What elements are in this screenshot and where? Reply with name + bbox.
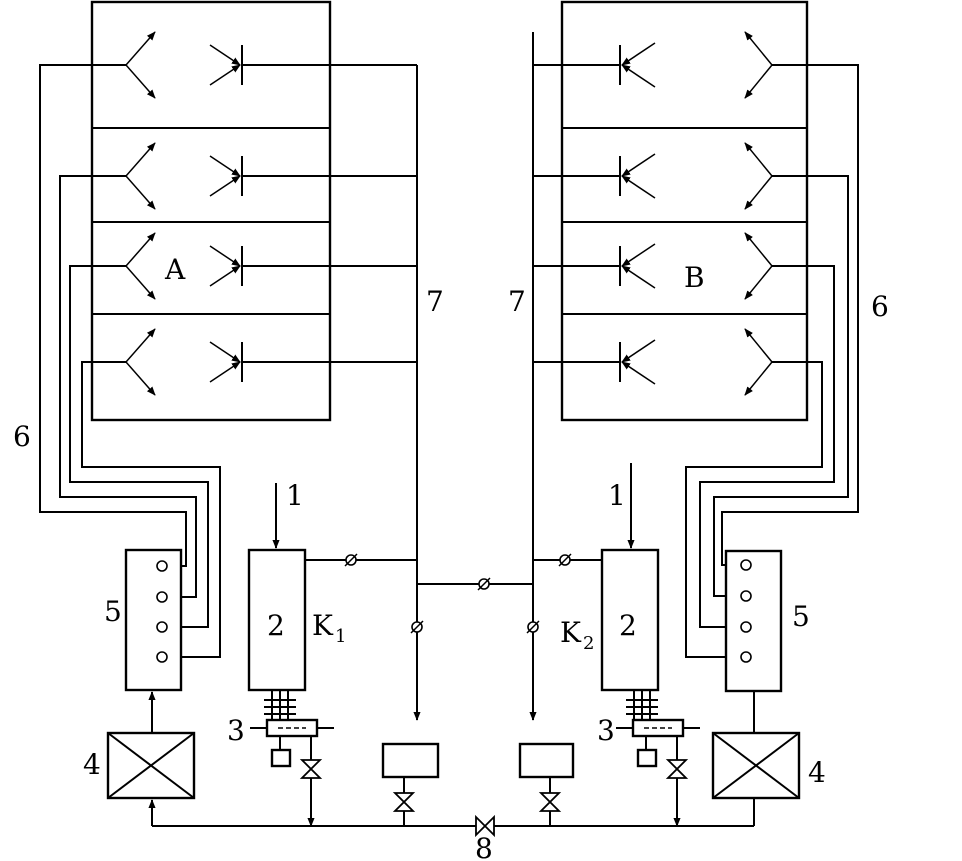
feed-right-label: 1: [608, 479, 626, 512]
line-6-left-label: 6: [13, 420, 31, 453]
unit-4-right-label: 4: [808, 756, 826, 789]
k1-letter: K: [312, 609, 334, 642]
column-left-label: 2: [267, 609, 285, 642]
k1-label: K 1: [312, 609, 346, 647]
unit-3-right-label: 3: [597, 714, 615, 747]
unit-5-left: [124, 548, 183, 692]
unit-5-left-label: 5: [104, 595, 122, 628]
tank-right: [518, 742, 575, 826]
cross-connection-valve-symbol: [477, 577, 491, 591]
line-7-valves: [410, 620, 540, 634]
column-k1: [247, 483, 417, 692]
unit-5-right-label: 5: [792, 600, 810, 633]
unit-3-left: [250, 690, 334, 827]
k1-subscript: 1: [335, 626, 346, 647]
bank-b-flow-symbols: [619, 31, 773, 396]
bank-b-label: B: [684, 261, 705, 294]
bank-a-label: A: [164, 253, 186, 286]
line-7-right-label: 7: [508, 285, 526, 318]
line-7-left-label: 7: [426, 285, 444, 318]
column-right-label: 2: [619, 609, 637, 642]
bottom-header: [148, 798, 755, 827]
column-k2: [533, 463, 660, 692]
bank-a-flow-symbols: [125, 31, 243, 396]
unit-3-right: [616, 690, 700, 827]
unit-5-right: [724, 549, 783, 693]
valve-8-label: 8: [475, 832, 493, 861]
unit-4-right: [711, 691, 801, 800]
line-6-left: [39, 64, 221, 658]
unit-3-left-label: 3: [227, 714, 245, 747]
tank-left: [381, 742, 440, 826]
line-6-right: [685, 64, 859, 658]
unit-4-left: [106, 691, 196, 800]
line-7-right: [529, 32, 620, 721]
line-6-right-label: 6: [871, 290, 889, 323]
k2-letter: K: [560, 616, 582, 649]
unit-4-left-label: 4: [83, 748, 101, 781]
feed-left-label: 1: [286, 479, 304, 512]
k2-label: K 2: [560, 616, 594, 654]
valve-8-symbol: [475, 814, 495, 838]
k2-subscript: 2: [583, 633, 594, 654]
line-7-left: [242, 64, 421, 721]
